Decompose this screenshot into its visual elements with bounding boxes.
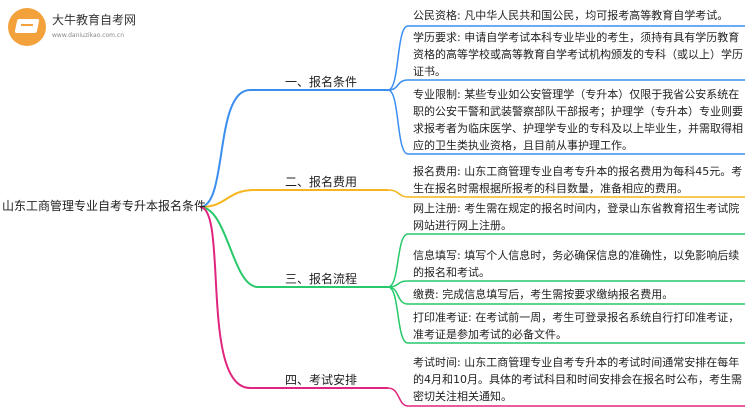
connector-branch-2 — [199, 189, 388, 208]
leaf-education: 学历要求: 申请自学考试本科专业毕业的考生，须持有具有学历教育资格的高等学校或高… — [413, 31, 743, 78]
leaf-citizenship: 公民资格: 凡中华人民共和国公民，均可报考高等教育自学考试。 — [413, 9, 729, 22]
logo-url: www.daniuzikao.com.cn — [52, 32, 124, 39]
logo-name: 大牛教育自考网 — [52, 13, 137, 27]
leaf-info-fill: 信息填写: 填写个人信息时，务必确保信息的准确性，以免影响后续的报名和考试。 — [413, 249, 740, 279]
connector-leaf — [387, 387, 745, 407]
leaf-fee: 报名费用: 山东工商管理专业自考专升本的报名费用为每科45元。考生在报名时需根据… — [413, 165, 743, 195]
leaf-admission-ticket: 打印准考证: 在考试前一周，考生可登录报名系统自行打印准考证，准考证是参加考试的… — [413, 311, 740, 341]
connector-leaf — [387, 286, 745, 344]
branch-label-2: 二、报名费用 — [285, 175, 358, 189]
graduation-cap-icon — [8, 8, 46, 46]
leaf-exam-time: 考试时间: 山东工商管理专业自考专升本的考试时间通常安排在每年的4月和10月。具… — [413, 356, 742, 403]
connector-leaf — [387, 89, 745, 155]
branch-label-3: 三、报名流程 — [285, 272, 358, 286]
connector-branch-4 — [199, 206, 388, 389]
connector-leaf — [387, 189, 745, 198]
root-topic: 山东工商管理专业自考专升本报名条件 — [2, 199, 207, 213]
connector-leaf — [387, 79, 745, 91]
branch-label-1: 一、报名条件 — [285, 75, 358, 89]
connector-leaf — [387, 233, 745, 288]
leaf-online-registration: 网上注册: 考生需在规定的报名时间内，登录山东省教育招生考试院网站进行网上注册。 — [413, 202, 740, 232]
connector-branch-1 — [199, 89, 388, 208]
leaf-major-restriction: 专业限制: 某些专业如公安管理学（专升本）仅限于我省公安系统在职的公安干警和武装… — [413, 88, 743, 152]
connector-leaf — [387, 25, 745, 91]
connector-branch-3 — [199, 206, 388, 288]
branch-label-4: 四、考试安排 — [285, 373, 358, 387]
leaf-payment: 缴费: 完成信息填写后，考生需按要求缴纳报名费用。 — [413, 288, 674, 301]
site-logo: 大牛教育自考网 www.daniuzikao.com.cn — [8, 6, 138, 50]
